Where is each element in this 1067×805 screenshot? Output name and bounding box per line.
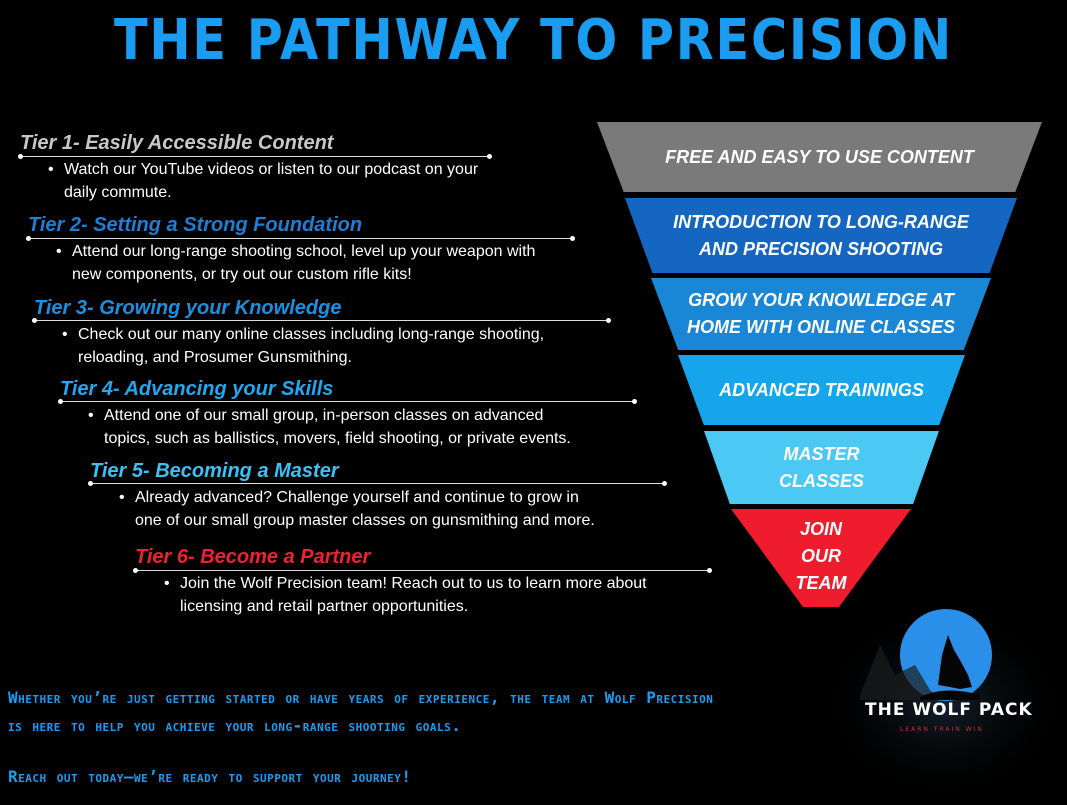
funnel-level-5-line2: CLASSES: [778, 470, 865, 491]
tier-6-heading: Tier 6- Become a Partner: [135, 546, 371, 568]
funnel-level-1-text: FREE AND EASY TO USE CONTENT: [665, 146, 974, 167]
funnel-level-6-line1: JOIN: [799, 518, 842, 539]
bullet-icon: •: [164, 575, 170, 592]
tier-4-divider: [58, 399, 637, 404]
logo-name: THE WOLF PACK: [865, 700, 1033, 720]
funnel-level-2: INTRODUCTION TO LONG-RANGE AND PRECISION…: [625, 198, 1017, 273]
tier-3-divider: [32, 318, 611, 323]
wolf-pack-logo: THE WOLF PACK LEARN TRAIN WIN: [820, 605, 1067, 800]
funnel-level-3-line1: GROW YOUR KNOWLEDGE AT: [688, 290, 954, 310]
funnel-level-6-line3: TEAM: [795, 572, 847, 593]
funnel-level-5-line1: MASTER: [783, 443, 860, 464]
funnel-level-3-line2: HOME WITH ONLINE CLASSES: [686, 317, 955, 337]
funnel-level-6-line2: OUR: [801, 545, 841, 566]
tier-5-divider: [88, 481, 667, 486]
tier-1-divider: [18, 154, 492, 159]
tier-4-text-line1: Attend one of our small group, in-person…: [104, 407, 544, 424]
wolf-moon-icon: [820, 605, 1067, 800]
tier-6-text-line1: Join the Wolf Precision team! Reach out …: [180, 575, 647, 592]
funnel-level-2-line2: AND PRECISION SHOOTING: [698, 238, 944, 259]
tier-4-description: • Attend one of our small group, in-pers…: [88, 404, 649, 450]
bullet-icon: •: [88, 407, 94, 424]
funnel-level-6: JOIN OUR TEAM: [731, 509, 911, 607]
tier-4-text-line2: topics, such as ballistics, movers, fiel…: [104, 430, 571, 447]
logo-tagline: LEARN TRAIN WIN: [900, 726, 984, 733]
funnel-level-1: FREE AND EASY TO USE CONTENT: [597, 122, 1042, 192]
tier-3-text-line2: reloading, and Prosumer Gunsmithing.: [78, 349, 352, 366]
funnel-level-3: GROW YOUR KNOWLEDGE AT HOME WITH ONLINE …: [651, 278, 991, 350]
tier-5-heading: Tier 5- Becoming a Master: [90, 460, 339, 482]
tier-3-heading: Tier 3- Growing your Knowledge: [34, 297, 342, 319]
funnel-level-4-text: ADVANCED TRAININGS: [719, 379, 924, 400]
bullet-icon: •: [62, 326, 68, 343]
tier-1-description: • Watch our YouTube videos or listen to …: [48, 158, 564, 204]
tier-1-heading: Tier 1- Easily Accessible Content: [20, 132, 334, 154]
bullet-icon: •: [48, 161, 54, 178]
tier-5-text-line2: one of our small group master classes on…: [135, 512, 595, 529]
tier-2-text-line2: new components, or try out our custom ri…: [72, 266, 412, 283]
funnel-level-5: MASTER CLASSES: [704, 431, 939, 504]
tier-2-description: • Attend our long-range shooting school,…: [56, 240, 612, 286]
funnel-level-2-line1: INTRODUCTION TO LONG-RANGE: [673, 211, 969, 232]
bullet-icon: •: [119, 489, 125, 506]
tier-3-text-line1: Check out our many online classes includ…: [78, 326, 545, 343]
page-title: THE PATHWAY TO PRECISION: [114, 8, 953, 73]
tier-6-description: • Join the Wolf Precision team! Reach ou…: [164, 572, 720, 618]
tier-4-heading: Tier 4- Advancing your Skills: [60, 378, 334, 400]
footer-line-1: Whether you’re just getting started or h…: [8, 688, 714, 707]
footer-line-3: Reach out today—we’re ready to support y…: [8, 767, 412, 786]
funnel-level-4: ADVANCED TRAININGS: [678, 355, 965, 425]
tier-2-divider: [26, 236, 575, 241]
tier-6-divider: [133, 568, 712, 573]
bullet-icon: •: [56, 243, 62, 260]
tier-1-text-line1: Watch our YouTube videos or listen to ou…: [64, 161, 479, 178]
tier-1-text-line2: daily commute.: [64, 184, 172, 201]
tier-5-text-line1: Already advanced? Challenge yourself and…: [135, 489, 579, 506]
tier-2-text-line1: Attend our long-range shooting school, l…: [72, 243, 536, 260]
footer-line-2: is here to help you achieve your long-ra…: [8, 716, 462, 735]
tier-3-description: • Check out our many online classes incl…: [62, 323, 618, 369]
tier-5-description: • Already advanced? Challenge yourself a…: [119, 486, 675, 532]
tier-6-text-line2: licensing and retail partner opportuniti…: [180, 598, 469, 615]
tier-2-heading: Tier 2- Setting a Strong Foundation: [28, 214, 363, 236]
